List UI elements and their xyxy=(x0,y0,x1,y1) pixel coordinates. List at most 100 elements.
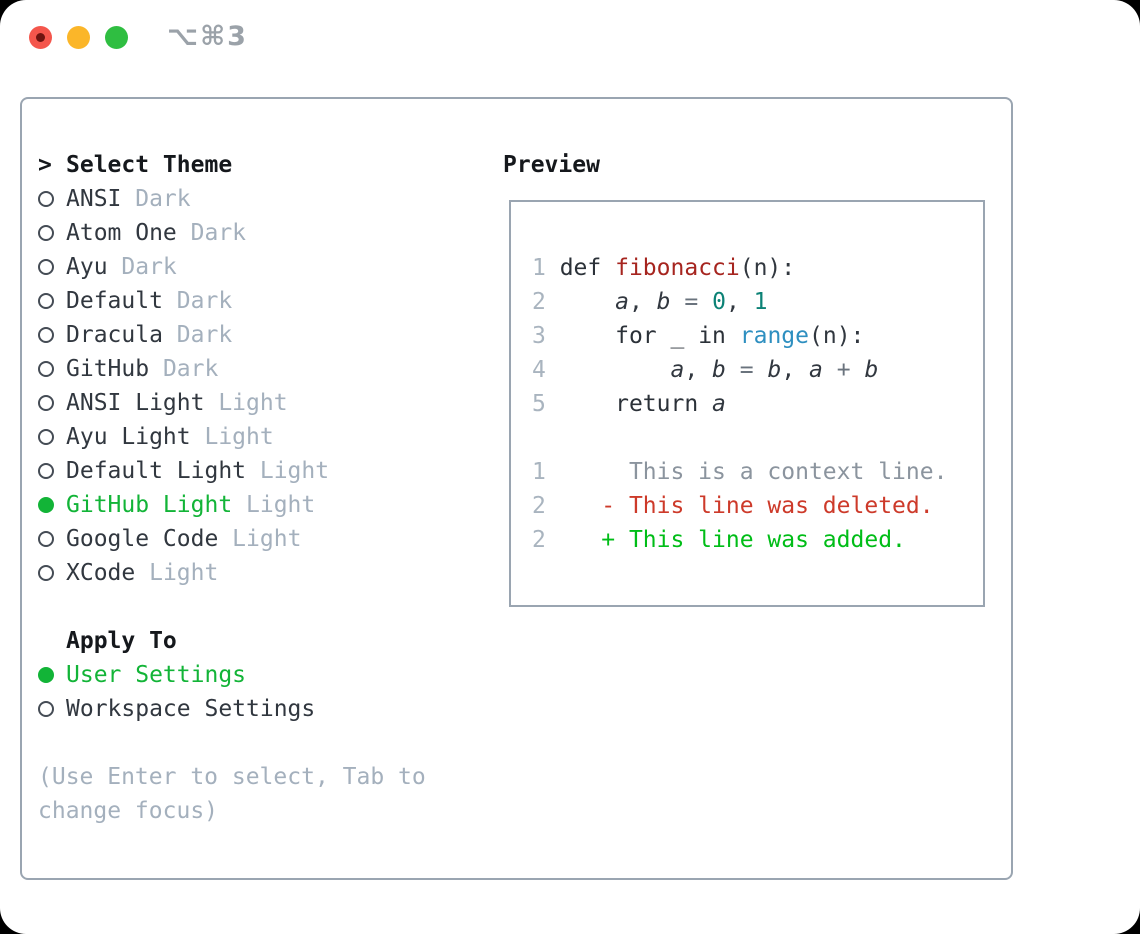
theme-name: Default Light xyxy=(66,458,247,484)
radio-icon xyxy=(38,429,54,445)
spacer xyxy=(38,726,478,760)
theme-option-dracula[interactable]: Dracula Dark xyxy=(38,318,478,352)
theme-name: Atom One xyxy=(66,220,177,246)
code-line: 1 This is a context line. xyxy=(532,455,983,489)
token-func: fibonacci xyxy=(615,255,740,281)
theme-name: Google Code xyxy=(66,526,219,552)
radio-icon xyxy=(38,531,54,547)
theme-variant-badge: Light xyxy=(246,458,330,484)
theme-variant-badge: Light xyxy=(204,390,288,416)
prompt-caret: > xyxy=(38,152,52,178)
radio-icon xyxy=(38,463,54,479)
radio-icon xyxy=(38,293,54,309)
theme-name: GitHub Light xyxy=(66,492,233,518)
apply-option-label: User Settings xyxy=(66,662,247,688)
token-kw: return xyxy=(615,391,699,417)
code-line: 1 def fibonacci(n): xyxy=(532,251,983,285)
code-line: 2 a, b = 0, 1 xyxy=(532,285,983,319)
token-plain xyxy=(726,357,740,383)
token-del: - This line was deleted. xyxy=(559,493,934,519)
radio-selected-icon xyxy=(38,497,54,513)
token-op: = xyxy=(684,289,699,315)
theme-option-atom-one[interactable]: Atom One Dark xyxy=(38,216,478,250)
theme-name: Ayu xyxy=(66,254,108,280)
token-var: b xyxy=(656,289,671,315)
radio-icon xyxy=(38,361,54,377)
token-plain: _ xyxy=(656,323,699,349)
token-var: a xyxy=(670,357,685,383)
theme-option-ansi[interactable]: ANSI Dark xyxy=(38,182,478,216)
token-plain xyxy=(851,357,865,383)
code-blank-line xyxy=(532,421,983,455)
radio-icon xyxy=(38,225,54,241)
token-plain: (n): xyxy=(739,255,796,281)
minimize-button[interactable] xyxy=(67,26,90,49)
radio-selected-icon xyxy=(38,667,54,683)
code-line: 4 a, b = b, a + b xyxy=(532,353,983,387)
theme-option-google-code[interactable]: Google Code Light xyxy=(38,522,478,556)
token-var: a xyxy=(615,289,629,315)
radio-icon xyxy=(38,701,54,717)
token-plain: , xyxy=(628,289,657,315)
token-ctx: This is a context line. xyxy=(559,459,948,485)
radio-icon xyxy=(38,259,54,275)
token-plain: (n): xyxy=(809,323,865,349)
token-var: b xyxy=(864,357,879,383)
token-plain xyxy=(823,357,837,383)
token-plain xyxy=(698,289,712,315)
radio-icon xyxy=(38,191,54,207)
theme-option-ayu-light[interactable]: Ayu Light Light xyxy=(38,420,478,454)
code-line: 3 for _ in range(n): xyxy=(532,319,983,353)
theme-name: ANSI xyxy=(66,186,122,212)
theme-option-ayu[interactable]: Ayu Dark xyxy=(38,250,478,284)
theme-name: Ayu Light xyxy=(66,424,191,450)
line-number: 4 xyxy=(532,357,560,383)
token-add: + This line was added. xyxy=(559,527,906,553)
close-button[interactable] xyxy=(29,26,52,49)
theme-option-xcode[interactable]: XCode Light xyxy=(38,556,478,590)
theme-variant-badge: Dark xyxy=(162,288,233,314)
theme-variant-badge: Light xyxy=(190,424,274,450)
keyboard-hint: (Use Enter to select, Tab to change focu… xyxy=(38,764,426,824)
token-var: a xyxy=(712,391,726,417)
line-number: 5 xyxy=(532,391,560,417)
theme-option-github-light[interactable]: GitHub Light Light xyxy=(38,488,478,522)
theme-option-github[interactable]: GitHub Dark xyxy=(38,352,478,386)
theme-option-ansi-light[interactable]: ANSI Light Light xyxy=(38,386,478,420)
apply-to-header: Apply To xyxy=(66,628,177,654)
theme-variant-badge: Dark xyxy=(107,254,177,280)
token-plain: , xyxy=(684,357,713,383)
zoom-button[interactable] xyxy=(105,26,128,49)
line-number: 2 xyxy=(532,527,560,553)
token-plain xyxy=(726,323,740,349)
code-line: 2 + This line was added. xyxy=(532,523,983,557)
theme-option-default-light[interactable]: Default Light Light xyxy=(38,454,478,488)
apply-option-user-settings[interactable]: User Settings xyxy=(38,658,478,692)
theme-option-default[interactable]: Default Dark xyxy=(38,284,478,318)
theme-variant-badge: Light xyxy=(218,526,302,552)
code-line: 2 - This line was deleted. xyxy=(532,489,983,523)
token-plain xyxy=(754,357,768,383)
token-op: = xyxy=(739,357,754,383)
titlebar: ⌥⌘3 xyxy=(0,0,1140,74)
token-num: 1 xyxy=(753,289,768,315)
token-plain xyxy=(698,391,712,417)
token-kw: for xyxy=(615,323,657,349)
theme-variant-badge: Light xyxy=(135,560,219,586)
preview-heading: Preview xyxy=(503,152,600,178)
radio-icon xyxy=(38,327,54,343)
token-plain xyxy=(560,289,615,315)
token-plain: , xyxy=(725,289,754,315)
token-num: 0 xyxy=(712,289,726,315)
token-plain xyxy=(560,357,671,383)
line-number: 3 xyxy=(532,323,560,349)
theme-name: Dracula xyxy=(66,322,163,348)
line-number: 2 xyxy=(532,289,560,315)
select-theme-header-row: >Select Theme xyxy=(38,148,478,182)
apply-option-workspace-settings[interactable]: Workspace Settings xyxy=(38,692,478,726)
close-dot-icon xyxy=(36,33,45,42)
